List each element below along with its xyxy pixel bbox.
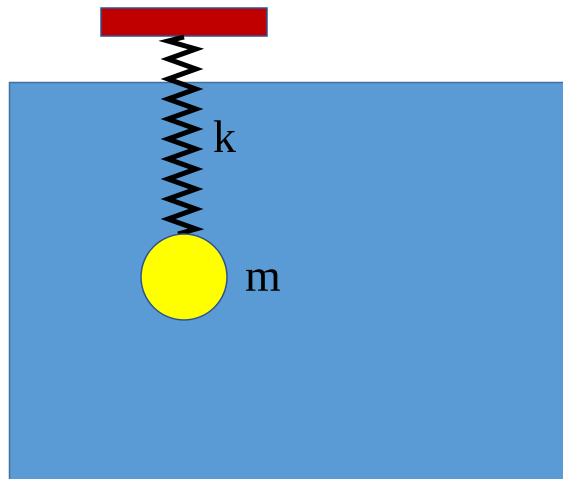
- ceiling-support: [100, 7, 268, 37]
- spring-constant-label: k: [213, 111, 236, 162]
- fluid-tank: [8, 81, 563, 479]
- mass-label: m: [245, 250, 281, 301]
- mass-ball: [140, 233, 228, 321]
- spring: [158, 34, 205, 237]
